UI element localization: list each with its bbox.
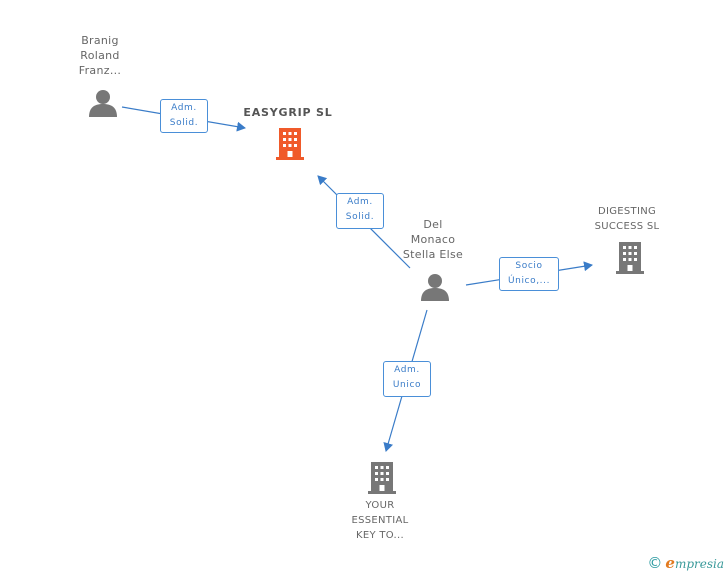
building-icon[interactable] bbox=[614, 240, 646, 274]
edge-label-delmonaco-youressential[interactable]: Adm. Unico bbox=[383, 361, 431, 397]
person-branig-label[interactable]: Branig Roland Franz... bbox=[78, 34, 122, 77]
person-icon[interactable] bbox=[420, 272, 450, 302]
company-easygrip-label[interactable]: EASYGRIP SL bbox=[243, 106, 333, 119]
company-your-essential-label[interactable]: YOUR ESSENTIAL KEY TO... bbox=[351, 500, 409, 541]
person-icon[interactable] bbox=[88, 88, 118, 118]
brand-logo[interactable]: empresia bbox=[665, 554, 724, 572]
building-icon[interactable] bbox=[274, 126, 306, 160]
edge-label-delmonaco-easygrip[interactable]: Adm. Solid. bbox=[336, 193, 384, 229]
footer-branding: © empresia bbox=[647, 554, 724, 572]
copyright-icon: © bbox=[647, 553, 663, 572]
edge-label-delmonaco-digesting[interactable]: Socio Único,... bbox=[499, 257, 559, 291]
person-del-monaco-label[interactable]: Del Monaco Stella Else bbox=[402, 218, 464, 261]
brand-initial: e bbox=[665, 554, 675, 572]
brand-name: mpresia bbox=[674, 557, 724, 571]
edge-label-branig-easygrip[interactable]: Adm. Solid. bbox=[160, 99, 208, 133]
company-digesting-label[interactable]: DIGESTING SUCCESS SL bbox=[594, 206, 660, 232]
building-icon[interactable] bbox=[366, 460, 398, 494]
